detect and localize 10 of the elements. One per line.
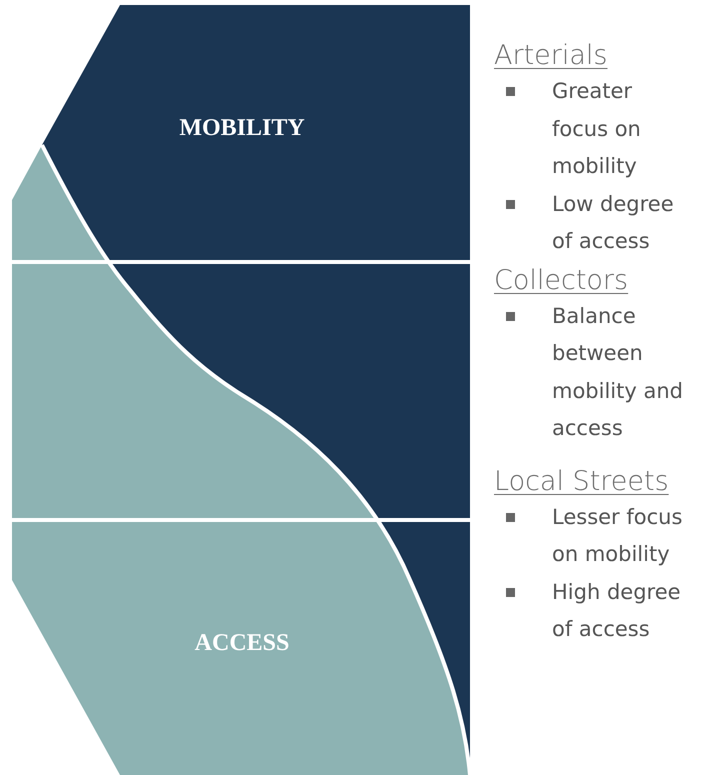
category-heading: Local Streets [494, 466, 669, 496]
region-label: MOBILITY [179, 115, 305, 142]
bullet-text: High degree of access [552, 578, 682, 643]
category-heading: Collectors [494, 264, 628, 296]
category-heading: Arterials [494, 40, 608, 71]
bullet-text: Low degree of access [552, 190, 675, 255]
bullet-text: Lesser focus on mobility [552, 504, 684, 568]
bullet-text: Greater focus on mobility [552, 78, 642, 180]
region-label: ACCESS [194, 630, 290, 657]
bullet-text: Balance between mobility and access [552, 302, 684, 442]
